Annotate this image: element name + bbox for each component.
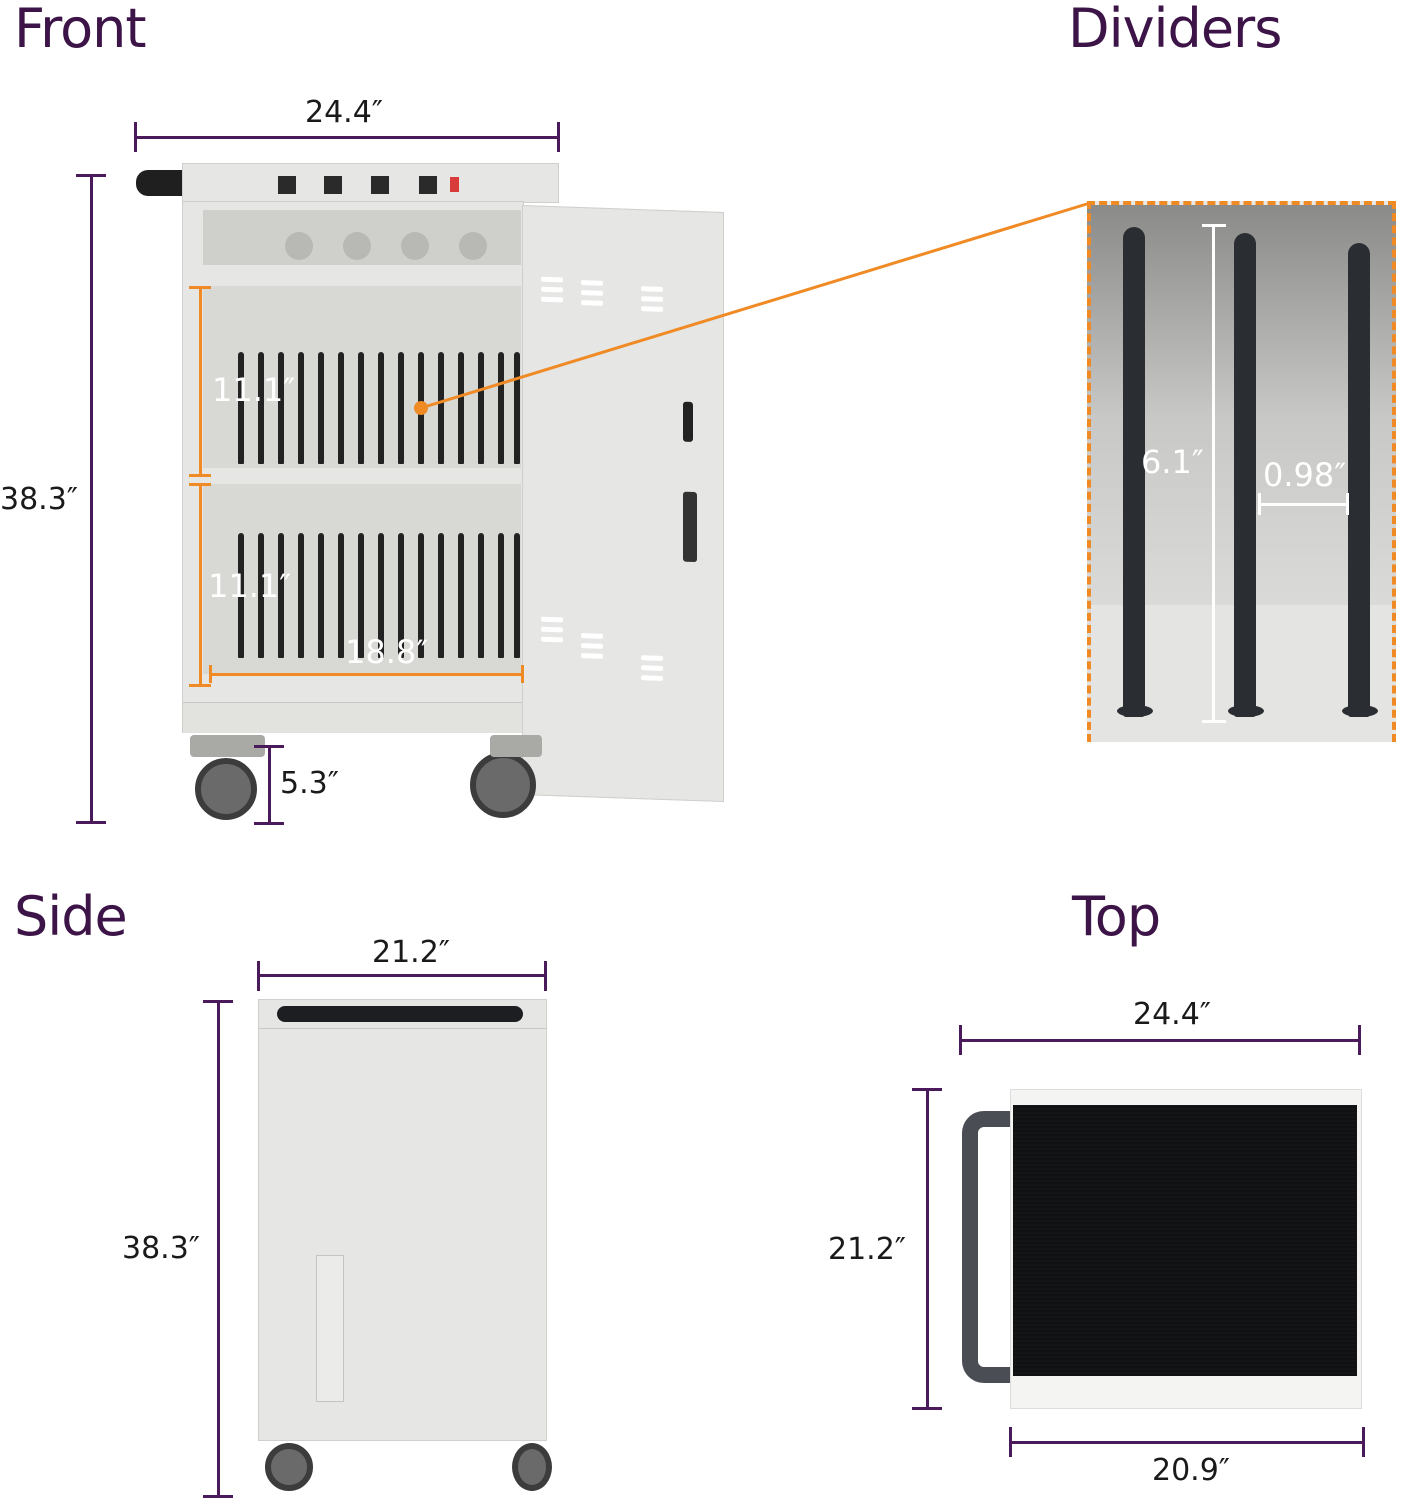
- top-mat: [1013, 1105, 1357, 1376]
- power-switch: [450, 177, 459, 192]
- side-caster-left: [265, 1443, 313, 1491]
- front-width-tick-left: [134, 122, 137, 152]
- front-width-line: [135, 136, 559, 139]
- upper-bay-height-label: 11.1″: [212, 371, 296, 409]
- side-depth-label: 21.2″: [372, 935, 451, 970]
- top-surface: [1010, 1089, 1362, 1409]
- cord-wrap-bracket: [316, 1255, 344, 1402]
- top-depth-label: 21.2″: [828, 1232, 907, 1267]
- top-overall-width-line: [960, 1039, 1360, 1042]
- top-heading: Top: [1072, 885, 1161, 948]
- front-height-label: 38.3″: [0, 482, 79, 517]
- caster-height-line: [268, 746, 271, 824]
- top-handle-icon: [962, 1111, 1010, 1383]
- outlet-1: [278, 176, 296, 194]
- caster-height-label: 5.3″: [280, 766, 339, 801]
- lower-bay-height-label: 11.1″: [208, 567, 292, 605]
- upper-bay-height-line: [199, 287, 202, 475]
- divider-rod-1: [1123, 227, 1145, 717]
- outlet-3: [371, 176, 389, 194]
- top-handle: [277, 1006, 523, 1022]
- top-body-width-label: 20.9″: [1152, 1453, 1231, 1488]
- front-height-tick-bottom: [76, 821, 106, 824]
- lower-bay-height-line: [199, 484, 202, 684]
- divider-spacing-label: 0.98″: [1263, 456, 1347, 494]
- side-depth-line: [258, 974, 546, 977]
- top-panel: [182, 163, 559, 203]
- front-heading: Front: [14, 0, 147, 60]
- dividers-heading: Dividers: [1068, 0, 1282, 60]
- cable-shelf: [203, 210, 521, 265]
- side-height-label: 38.3″: [122, 1231, 201, 1266]
- inner-width-label: 18.8″: [345, 633, 429, 671]
- side-heading: Side: [14, 885, 128, 948]
- side-panel: [258, 999, 547, 1441]
- outlet-2: [324, 176, 342, 194]
- front-height-tick-top: [76, 174, 106, 177]
- divider-height-label: 6.1″: [1141, 443, 1204, 481]
- outlet-4: [419, 176, 437, 194]
- side-handle: [136, 170, 182, 196]
- inner-width-line: [210, 673, 522, 676]
- divider-rod-3: [1348, 243, 1370, 717]
- dividers-callout: 6.1″ 0.98″: [1087, 201, 1396, 742]
- front-width-label: 24.4″: [305, 95, 384, 130]
- callout-connector: [414, 201, 1091, 415]
- side-caster-right: [512, 1443, 552, 1491]
- divider-rod-2: [1234, 233, 1256, 717]
- top-overall-width-label: 24.4″: [1133, 997, 1212, 1032]
- front-width-tick-right: [557, 122, 560, 152]
- caster-front-right: [470, 752, 536, 818]
- top-body-width-line: [1010, 1441, 1364, 1444]
- top-depth-line: [926, 1089, 929, 1409]
- front-height-line: [90, 175, 93, 823]
- caster-front-left: [195, 758, 257, 820]
- side-height-line: [217, 1001, 220, 1498]
